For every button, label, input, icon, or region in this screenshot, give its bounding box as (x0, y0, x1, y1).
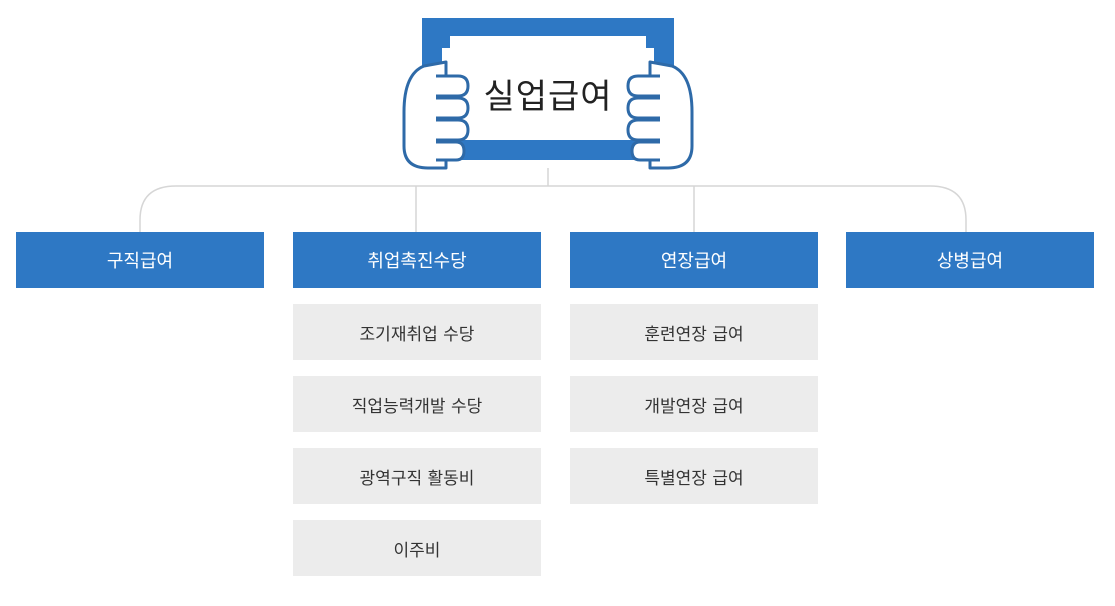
list-item-wide-area-job-search: 광역구직 활동비 (293, 448, 541, 504)
list-item-vocational-development: 직업능력개발 수당 (293, 376, 541, 432)
category-job-seeking-benefit: 구직급여 (16, 232, 264, 288)
list-item-training-extension: 훈련연장 급여 (570, 304, 818, 360)
list-item-special-extension: 특별연장 급여 (570, 448, 818, 504)
category-sickness-benefit: 상병급여 (846, 232, 1094, 288)
category-extended-benefit: 연장급여 (570, 232, 818, 288)
hands-holding-sign-icon (402, 18, 694, 170)
list-item-relocation-cost: 이주비 (293, 520, 541, 576)
diagram-title: 실업급여 (483, 76, 613, 117)
list-item-development-extension: 개발연장 급여 (570, 376, 818, 432)
list-item-early-reemployment: 조기재취업 수당 (293, 304, 541, 360)
category-employment-promotion-allowance: 취업촉진수당 (293, 232, 541, 288)
